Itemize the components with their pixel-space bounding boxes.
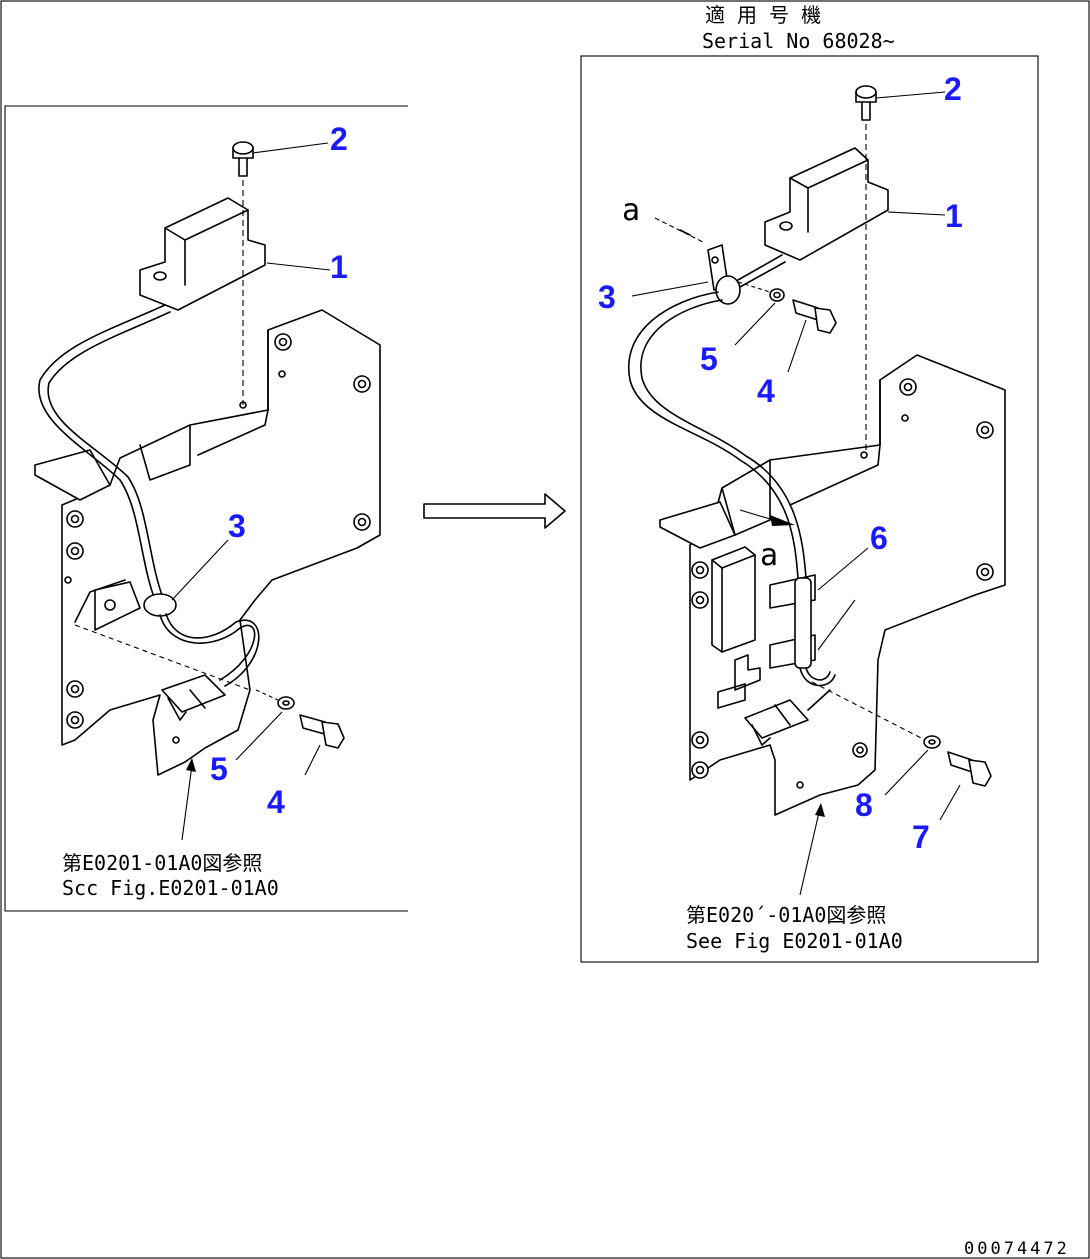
left-view-frame <box>4 105 408 912</box>
left-bolt <box>299 714 345 749</box>
applicable-serial-label: 適 用 号 機 <box>705 3 821 27</box>
right-bolt-lower <box>947 751 992 787</box>
right-plate-bolts <box>691 378 994 779</box>
left-washer <box>277 696 295 710</box>
view-arrow-icon <box>770 515 795 526</box>
callout-5: 5 <box>210 751 228 787</box>
left-reference-jp: 第E0201-01A0図参照 <box>62 851 262 875</box>
right-callout-7: 7 <box>912 819 930 855</box>
clamp-sleeve <box>794 577 812 669</box>
bracket-plate <box>61 309 381 776</box>
drawing-code: 00074472 <box>964 1239 1070 1259</box>
right-callout-5: 5 <box>700 341 718 377</box>
left-clip <box>94 581 141 631</box>
right-callout-4: 4 <box>757 373 775 409</box>
callout-3: 3 <box>228 508 246 544</box>
right-view-frame <box>580 55 1039 963</box>
callout-4: 4 <box>267 784 285 820</box>
view-mark-top: a <box>622 193 640 228</box>
left-reference-en: Scc Fig.E0201-01A0 <box>62 876 279 900</box>
right-callout-6: 6 <box>870 520 888 556</box>
left-screw <box>232 141 254 409</box>
right-callout-2: 2 <box>944 71 962 107</box>
right-mounting-flange <box>659 501 736 549</box>
left-sensor-unit <box>139 197 266 311</box>
right-view: 適 用 号 機 Serial No 68028~ <box>580 3 1039 963</box>
right-harness-cable <box>627 291 799 579</box>
mounting-flange <box>34 449 111 501</box>
right-callout-1: 1 <box>945 198 963 234</box>
left-view: 2 1 3 5 4 第E0201-01A0図参照 Scc Fig.E0201-0… <box>4 105 408 912</box>
right-sensor-unit <box>764 147 889 261</box>
left-harness-cable <box>38 304 166 601</box>
right-washer-upper <box>769 288 785 302</box>
view-mark-mid: a <box>760 538 778 573</box>
callout-2: 2 <box>330 121 348 157</box>
right-reference-en: See Fig E0201-01A0 <box>686 929 903 953</box>
right-arrow-icon <box>423 493 566 529</box>
serial-number: Serial No 68028~ <box>702 29 895 53</box>
right-washer-lower <box>923 735 941 749</box>
right-callout-8: 8 <box>855 787 873 823</box>
right-reference-jp: 第E020´-01A0図参照 <box>686 903 886 927</box>
right-screw <box>855 85 877 459</box>
plate-bolts <box>66 333 371 729</box>
callout-1: 1 <box>330 249 348 285</box>
right-bolt-upper <box>792 299 837 334</box>
right-callout-3: 3 <box>598 279 616 315</box>
